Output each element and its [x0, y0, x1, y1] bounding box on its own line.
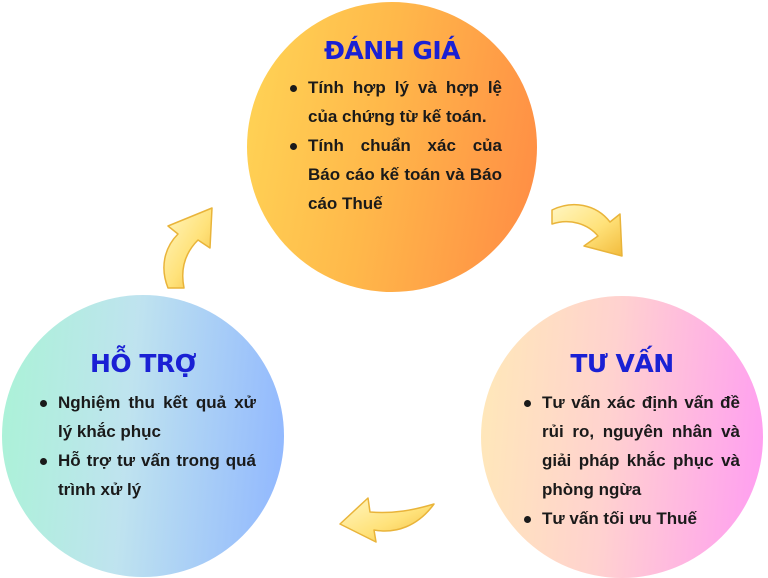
consult-list: Tư vấn xác định vấn đề rủi ro, nguyên nh… — [520, 388, 740, 533]
curved-arrow-icon — [163, 207, 213, 289]
curved-arrow-icon — [339, 497, 435, 543]
evaluate-list: Tính hợp lý và hợp lệ của chứng từ kế to… — [286, 73, 502, 218]
curved-arrow-icon — [551, 203, 623, 257]
consult-item: Tư vấn tối ưu Thuế — [520, 504, 740, 533]
consult-title: TƯ VẤN — [570, 349, 674, 378]
evaluate-item: Tính hợp lý và hợp lệ của chứng từ kế to… — [286, 73, 502, 131]
evaluate-title: ĐÁNH GIÁ — [323, 36, 461, 65]
consult-item: Tư vấn xác định vấn đề rủi ro, nguyên nh… — [520, 388, 740, 504]
support-item: Hỗ trợ tư vấn trong quá trình xử lý — [36, 446, 256, 504]
consult-circle — [481, 296, 763, 578]
support-item: Nghiệm thu kết quả xử lý khắc phục — [36, 388, 256, 446]
support-list: Nghiệm thu kết quả xử lý khắc phục Hỗ tr… — [36, 388, 256, 504]
support-circle — [2, 295, 284, 577]
evaluate-item: Tính chuẩn xác của Báo cáo kế toán và Bá… — [286, 131, 502, 218]
support-title: HỖ TRỢ — [89, 349, 197, 378]
